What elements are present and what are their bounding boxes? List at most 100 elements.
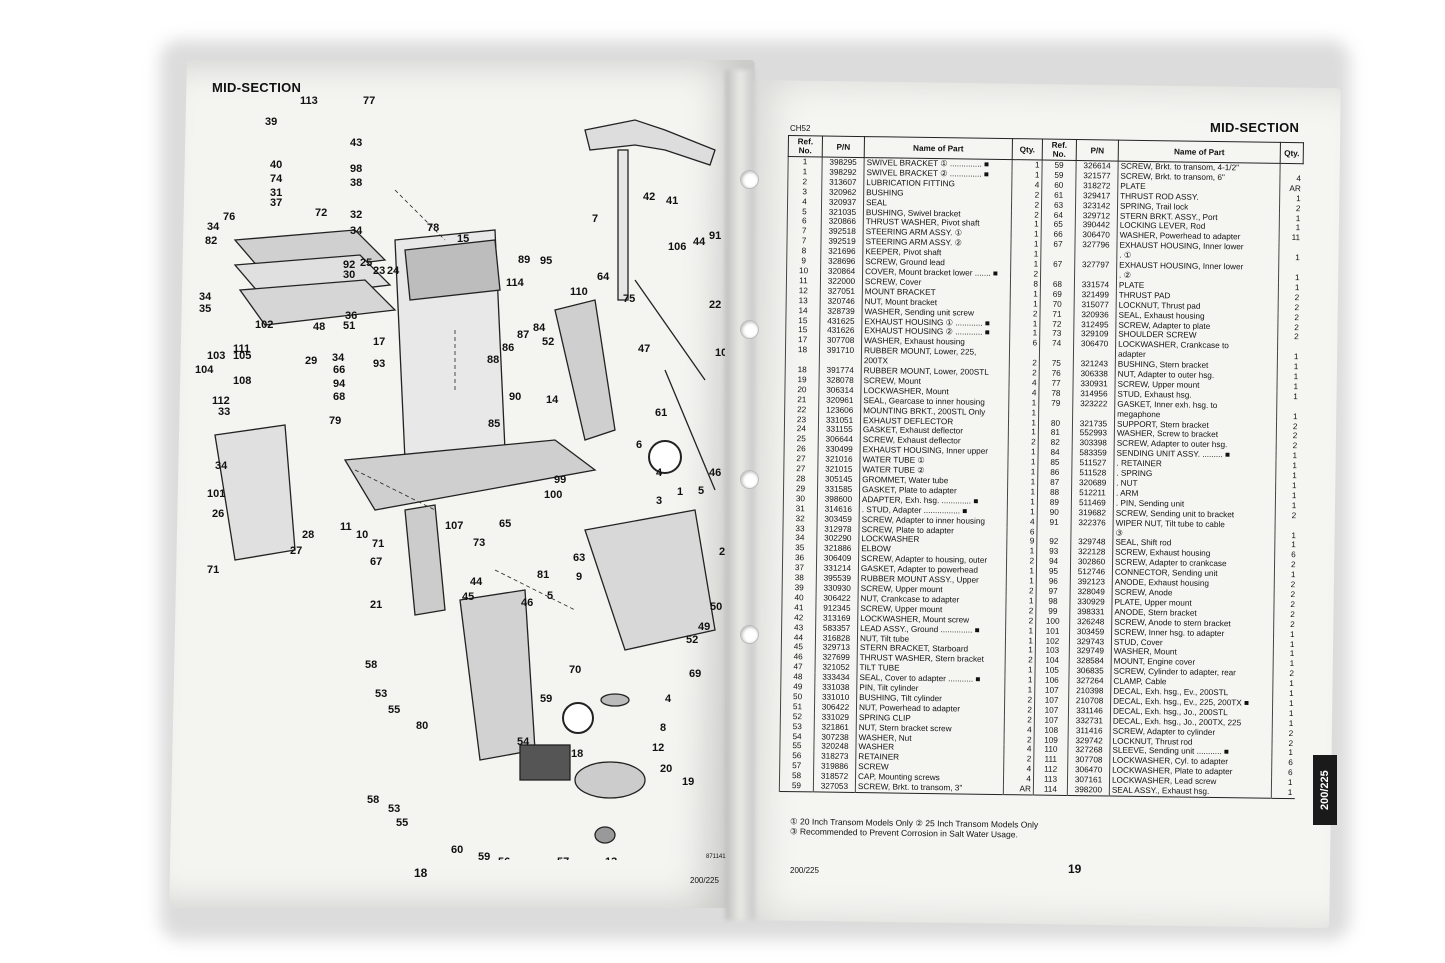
table-cell: 327796 [1074,240,1118,251]
table-cell: 91 [1037,517,1072,528]
svg-text:38: 38 [350,177,362,189]
table-cell: 53 [780,721,815,732]
svg-text:34: 34 [332,352,345,364]
table-cell: 6 [1271,768,1295,779]
table-cell: 74 [1039,338,1074,350]
table-cell: 512746 [1070,567,1113,578]
svg-text:60: 60 [451,844,463,856]
table-cell: 93 [1036,546,1071,558]
svg-text:72: 72 [315,207,327,219]
svg-text:55: 55 [396,817,408,829]
svg-text:37: 37 [270,197,282,209]
svg-text:34: 34 [215,460,228,472]
table-cell: 20 [784,384,820,396]
table-cell [1036,527,1072,538]
table-cell: 328696 [820,256,863,268]
table-cell: 305145 [817,474,860,485]
svg-text:67: 67 [370,556,382,568]
table-cell: 1 [1008,427,1039,438]
table-cell: 22 [784,404,819,416]
table-cell: 6 [1009,338,1040,349]
svg-text:5: 5 [547,590,553,602]
table-cell [1072,408,1115,420]
table-cell: 306470 [1067,765,1110,776]
svg-text:40: 40 [270,159,282,171]
table-cell: 15 [785,315,820,326]
table-cell: 323142 [1075,200,1118,212]
table-cell: 89 [1037,497,1072,508]
svg-text:113: 113 [300,95,318,107]
table-cell: 2 [1005,615,1036,627]
table-cell: 583357 [815,623,858,634]
binder-hole [740,170,759,189]
table-cell: 2 [1277,322,1301,333]
svg-text:110: 110 [570,286,588,298]
table-cell [785,355,820,366]
svg-text:30: 30 [343,269,355,281]
table-cell: 41 [781,602,816,614]
table-cell: 1 [1010,288,1041,300]
table-cell: 329748 [1070,537,1113,548]
table-cell [1073,349,1116,360]
table-cell: 1 [1277,371,1301,383]
table-cell: 9 [1006,536,1037,547]
svg-text:11: 11 [340,521,352,533]
table-cell: 307161 [1067,775,1110,786]
svg-text:79: 79 [329,415,341,427]
table-cell: 1 [1009,318,1040,329]
svg-text:39: 39 [265,116,277,128]
table-cell: 398292 [821,167,865,178]
table-cell: 307708 [819,335,862,347]
svg-text:3: 3 [656,495,662,507]
table-cell: 322128 [1070,547,1113,558]
svg-text:53: 53 [375,688,387,700]
table-cell: 59 [1041,170,1077,181]
table-cell: 326248 [1069,616,1112,628]
table-cell: 2 [1005,655,1036,666]
table-cell [1040,249,1075,261]
table-cell: 2 [1009,308,1041,320]
table-cell: 77 [1038,378,1074,389]
table-cell: 29 [783,483,818,495]
table-cell: 87 [1037,477,1072,488]
table-cell: 101 [1035,626,1070,637]
table-cell: 321499 [1074,289,1117,301]
book-gutter [725,70,755,920]
table-cell: 320746 [820,296,863,307]
table-cell: 321052 [814,662,858,674]
svg-text:114: 114 [506,277,525,289]
svg-text:5: 5 [698,485,704,497]
table-cell: 52 [780,711,815,723]
table-cell: 2 [1271,738,1296,749]
table-cell: 323222 [1072,398,1115,410]
table-cell [1009,348,1040,359]
svg-text:43: 43 [350,137,362,149]
table-cell: 4 [1008,378,1040,389]
table-cell: 36 [782,553,817,564]
svg-text:33: 33 [218,406,230,418]
table-cell: 1 [1277,352,1301,363]
table-cell: AR [1003,784,1034,795]
svg-text:31: 31 [270,187,282,199]
table-cell: 331155 [818,424,861,436]
table-cell: 210398 [1068,686,1111,697]
table-cell: 1 [1276,391,1300,402]
table-cell: 105 [1034,665,1070,677]
table-cell: 106 [1034,675,1069,687]
table-cell: 1 [1009,328,1040,339]
svg-text:12: 12 [652,742,664,754]
table-cell: 78 [1038,388,1073,399]
table-cell: 2 [1274,560,1298,571]
col-header-pn: P/N [822,135,865,158]
svg-text:102: 102 [255,319,273,331]
table-cell: 1 [1274,540,1298,551]
table-cell: 2 [1006,556,1037,567]
table-cell: 511469 [1071,497,1114,509]
table-cell [1070,527,1114,539]
svg-text:58: 58 [365,659,377,671]
table-cell: 4 [1003,744,1035,755]
svg-text:50: 50 [710,601,722,613]
table-cell: 40 [781,592,817,604]
table-cell: 311416 [1068,725,1111,737]
table-cell: 431626 [819,325,862,337]
